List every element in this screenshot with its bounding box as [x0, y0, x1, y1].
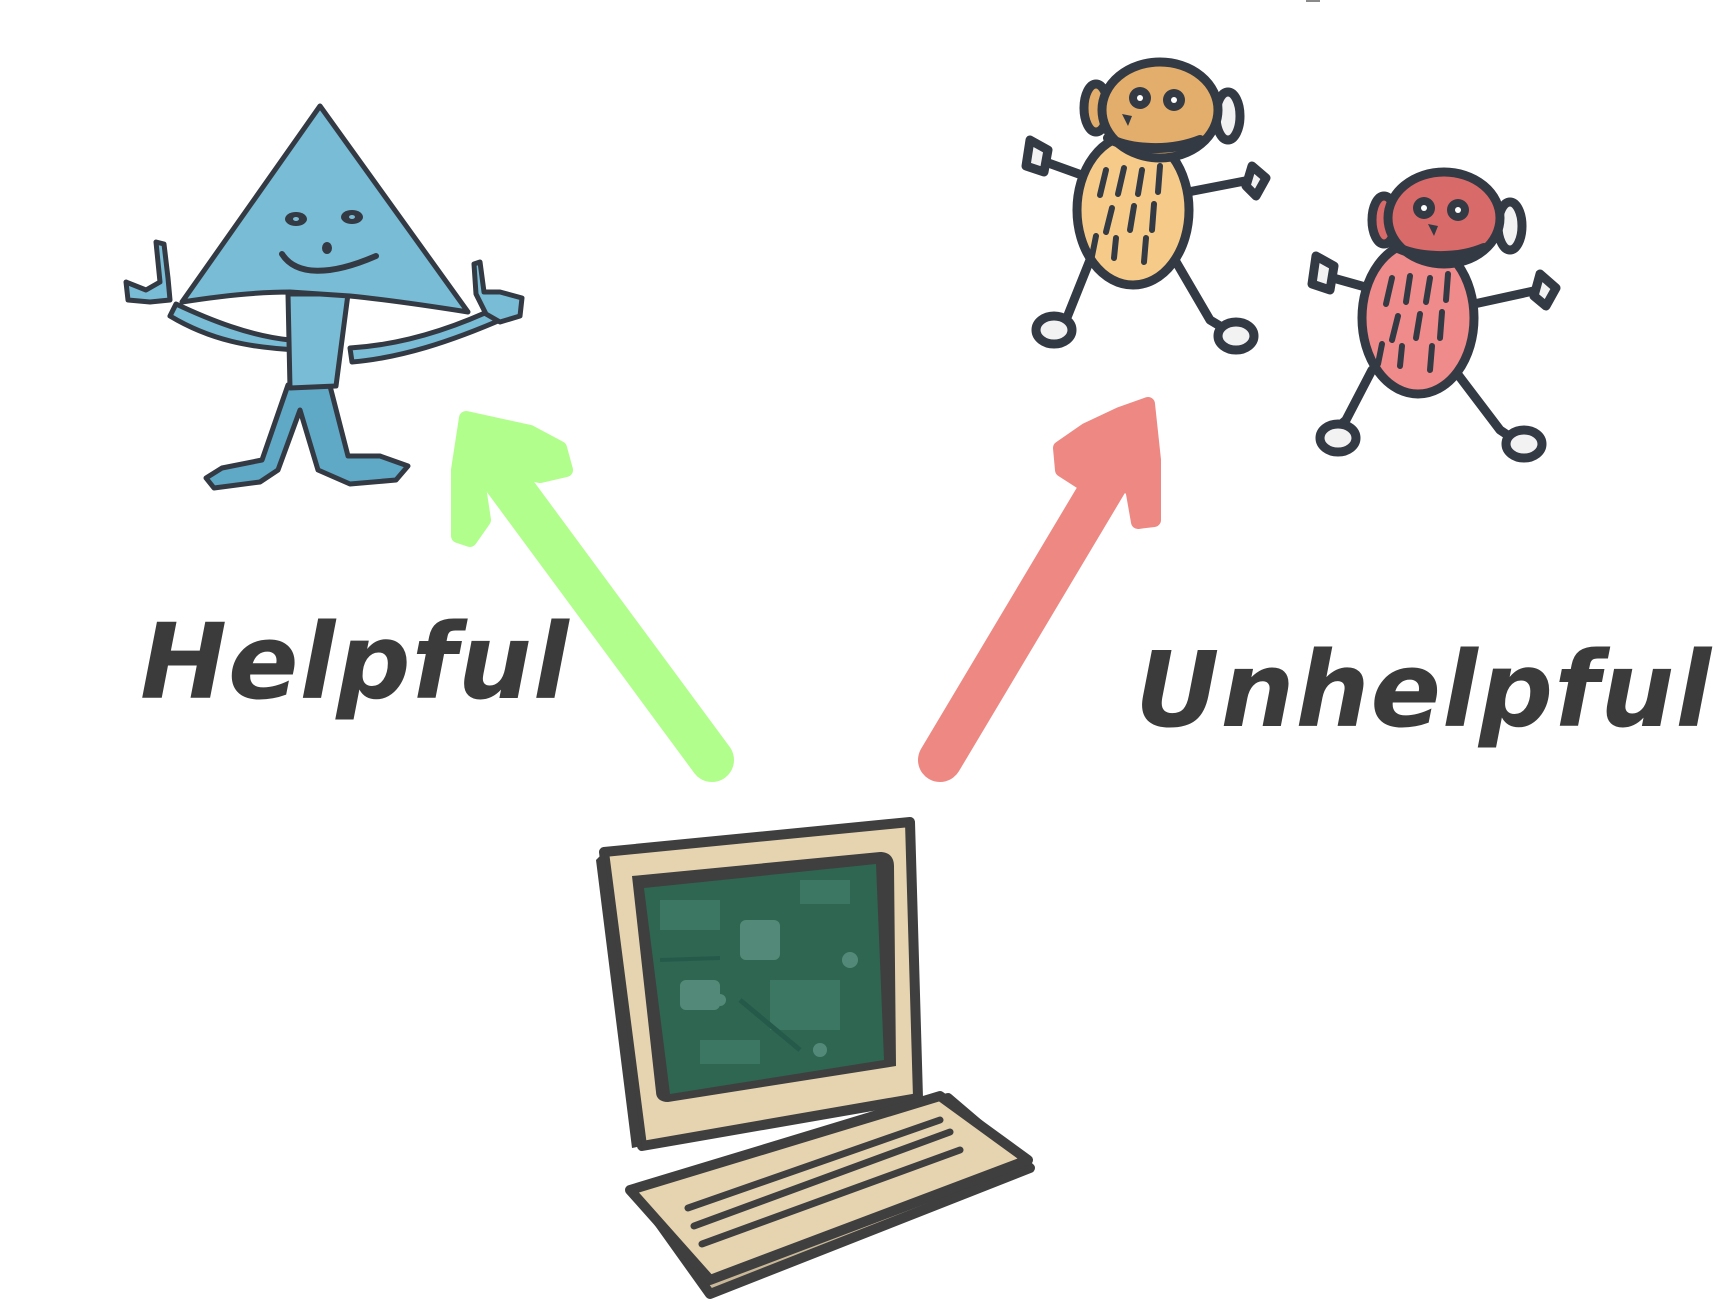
- unhelpful-label: Unhelpful: [1135, 629, 1713, 751]
- clipped-glyph-fragment: [1306, 0, 1320, 2]
- monitor-icon: [596, 817, 923, 1151]
- orange-monkey-icon: [1021, 57, 1271, 355]
- helpful-label: Helpful: [140, 601, 570, 723]
- keyboard-icon: [625, 1091, 1035, 1299]
